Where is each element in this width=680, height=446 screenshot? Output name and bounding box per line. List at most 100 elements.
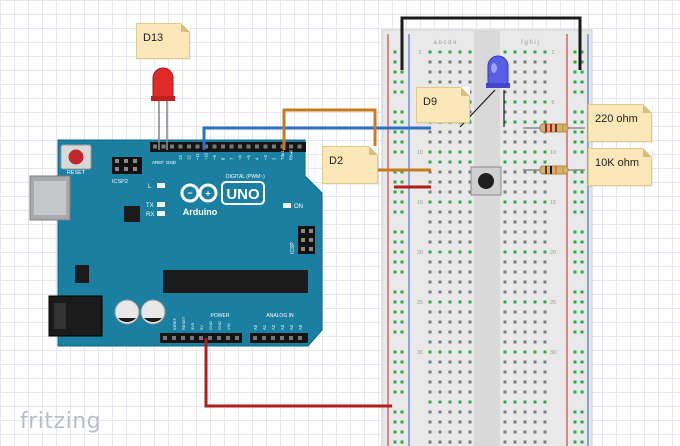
breadboard-hole [503, 400, 507, 404]
breadboard-hole [458, 400, 462, 404]
breadboard-hole [468, 440, 472, 444]
breadboard-hole [523, 390, 527, 394]
breadboard-hole [468, 290, 472, 294]
rail-hole [400, 120, 404, 124]
breadboard-hole [448, 220, 452, 224]
breadboard-hole [523, 270, 527, 274]
header-pin [226, 336, 230, 340]
breadboard-hole [428, 270, 432, 274]
breadboard-hole [458, 70, 462, 74]
breadboard-hole [503, 260, 507, 264]
breadboard-hole [533, 80, 537, 84]
breadboard-hole [523, 310, 527, 314]
rail-hole [573, 290, 577, 294]
breadboard-hole [533, 110, 537, 114]
header-pin [289, 144, 293, 149]
breadboard-hole [428, 230, 432, 234]
rail-hole [580, 90, 584, 94]
d9-blue-wire [202, 126, 431, 150]
rail-hole [393, 320, 397, 324]
rail-hole [400, 320, 404, 324]
breadboard-hole [468, 340, 472, 344]
breadboard-hole [458, 50, 462, 54]
fritzing-watermark: fritzing [20, 409, 102, 434]
breadboard-hole [438, 290, 442, 294]
rail-hole [400, 360, 404, 364]
usb-connector-inner [34, 181, 66, 215]
breadboard-hole [543, 60, 547, 64]
breadboard-hole [468, 380, 472, 384]
breadboard-hole [438, 400, 442, 404]
rail-hole [573, 310, 577, 314]
breadboard-hole [438, 330, 442, 334]
analog-header [250, 333, 308, 343]
breadboard-hole [513, 100, 517, 104]
breadboard-hole [468, 180, 472, 184]
breadboard-hole [513, 190, 517, 194]
icsp2-pins [115, 159, 137, 171]
breadboard-hole [533, 310, 537, 314]
header-pin [262, 336, 266, 340]
breadboard-hole [503, 170, 507, 174]
rail-hole [573, 50, 577, 54]
breadboard-hole [438, 250, 442, 254]
breadboard-hole [533, 350, 537, 354]
led-l [157, 183, 165, 188]
row-number: 10 [417, 150, 423, 156]
breadboard-hole [468, 220, 472, 224]
rail-hole [573, 70, 577, 74]
breadboard-hole [428, 410, 432, 414]
digital-pin-label: 2 [272, 157, 277, 160]
row-number: 15 [550, 200, 556, 206]
rail-hole [573, 140, 577, 144]
rail-hole [580, 150, 584, 154]
rail-hole [573, 360, 577, 364]
breadboard-hole [468, 60, 472, 64]
breadboard-hole [523, 170, 527, 174]
breadboard-hole [428, 290, 432, 294]
uno-badge [221, 181, 265, 205]
breadboard-hole [428, 240, 432, 244]
rail-hole [400, 230, 404, 234]
breadboard-hole [543, 190, 547, 194]
breadboard-hole [448, 360, 452, 364]
rail-hole [573, 440, 577, 444]
rail-hole [573, 180, 577, 184]
reset-button-cap [68, 149, 84, 165]
rail-hole [400, 180, 404, 184]
breadboard-hole [438, 180, 442, 184]
resistor-icon [523, 165, 585, 175]
rail-hole [393, 150, 397, 154]
breadboard-hole [523, 280, 527, 284]
rail-hole [393, 90, 397, 94]
breadboard-hole [448, 250, 452, 254]
breadboard-hole [428, 170, 432, 174]
breadboard-hole [543, 270, 547, 274]
breadboard-hole [533, 70, 537, 74]
rail-hole [400, 380, 404, 384]
breadboard-hole [468, 270, 472, 274]
header-pin [272, 144, 276, 149]
breadboard-hole [448, 50, 452, 54]
rail-hole [400, 290, 404, 294]
row-number: 30 [550, 350, 556, 356]
breadboard-hole [448, 290, 452, 294]
breadboard-hole [448, 320, 452, 324]
breadboard-hole [448, 150, 452, 154]
breadboard-hole [513, 350, 517, 354]
breadboard-hole [513, 140, 517, 144]
breadboard-hole [468, 100, 472, 104]
breadboard-hole [458, 200, 462, 204]
header-pin [172, 336, 176, 340]
digital-pin-label: 7 [229, 157, 234, 160]
breadboard-hole [448, 170, 452, 174]
row-number: 5 [551, 100, 554, 106]
rail-hole [580, 350, 584, 354]
icsp2-label: ICSP2 [112, 179, 128, 185]
breadboard-hole [428, 220, 432, 224]
breadboard-hole [448, 60, 452, 64]
breadboard-hole [438, 280, 442, 284]
breadboard-hole [458, 360, 462, 364]
breadboard-hole [428, 330, 432, 334]
rail-hole [573, 260, 577, 264]
